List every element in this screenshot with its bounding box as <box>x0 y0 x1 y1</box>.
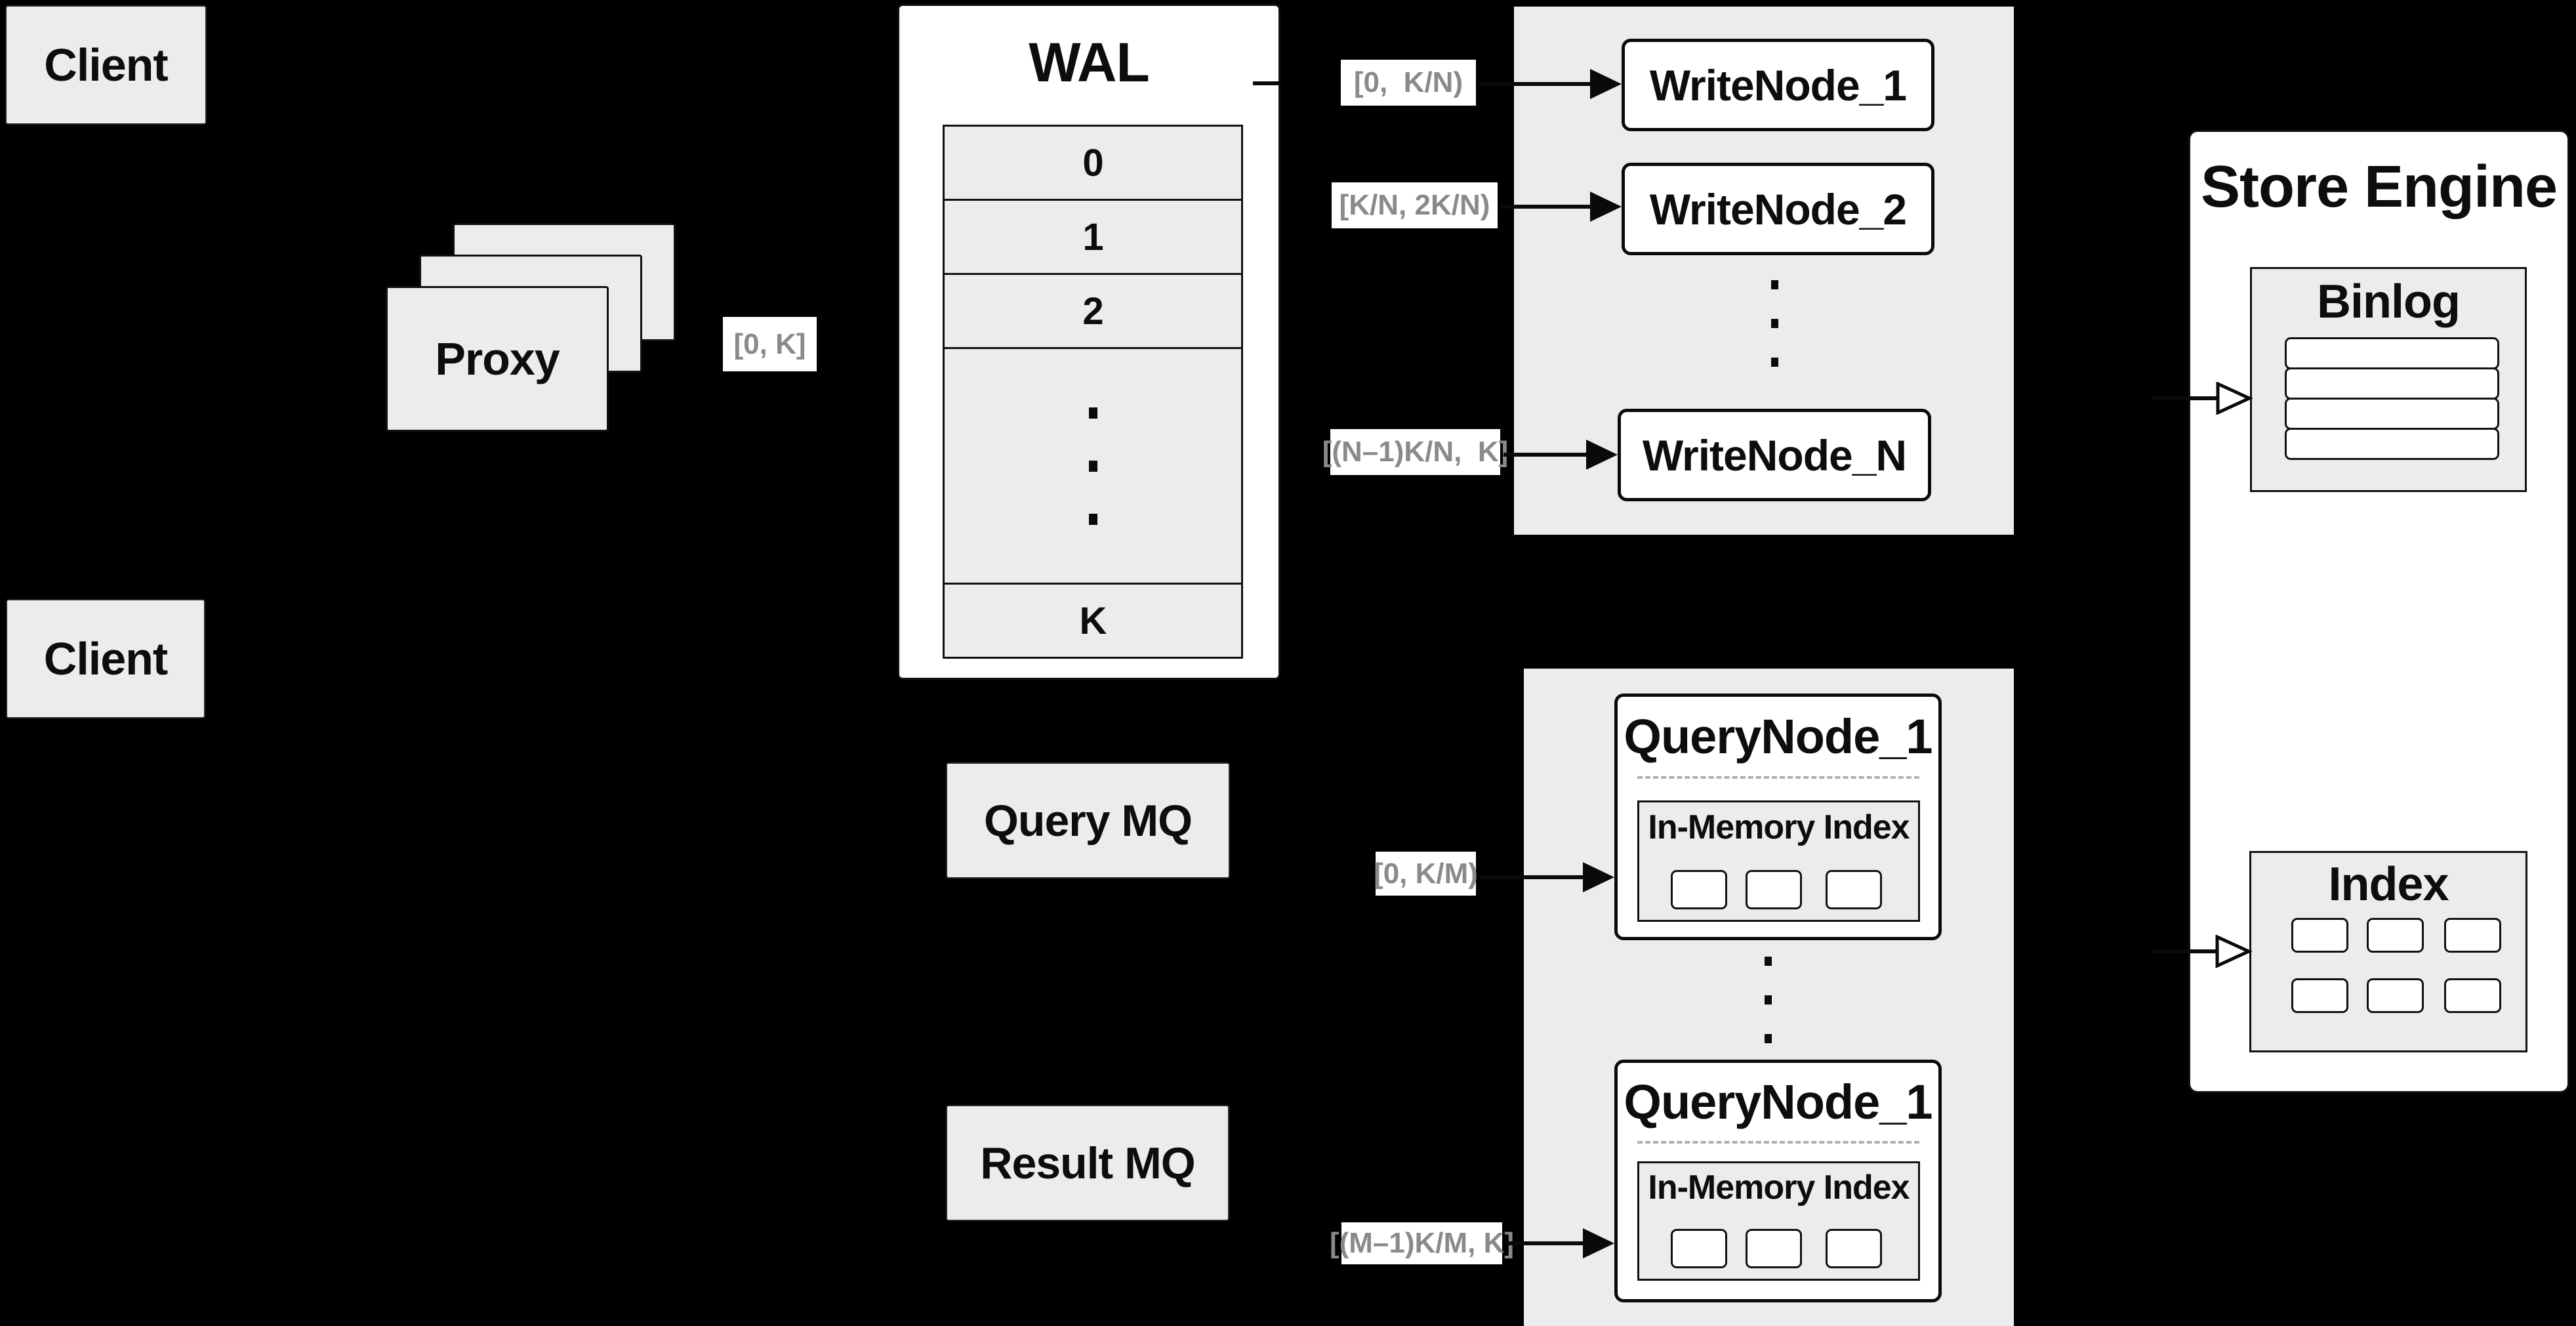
query-node-top: QueryNode_1 In-Memory Index <box>1614 694 1942 940</box>
wal-title: WAL <box>1029 31 1150 93</box>
wal-slot-row-last: K <box>943 583 1243 659</box>
index-cell <box>2367 918 2424 953</box>
index-cell <box>2291 978 2348 1013</box>
inmemory-bottom-title: In-Memory Index <box>1648 1168 1910 1207</box>
edge-label-proxy-wal: [0, K] <box>723 317 817 371</box>
wal-slot-label: 2 <box>1082 289 1103 333</box>
binlog-row <box>2285 367 2499 400</box>
result-mq-label: Result MQ <box>980 1138 1195 1188</box>
write-node-2: WriteNode_2 <box>1622 163 1934 255</box>
client-bottom-label: Client <box>43 633 168 684</box>
inmemory-top-title: In-Memory Index <box>1648 808 1910 846</box>
arrow-line-binlog <box>2152 396 2220 400</box>
write-node-1: WriteNode_1 <box>1622 39 1934 131</box>
query-node-bottom-inmemory-box: In-Memory Index <box>1637 1161 1920 1281</box>
open-arrow-head-binlog <box>2216 382 2253 415</box>
wal-ellipsis-dots <box>1088 407 1097 525</box>
arrow-line-write-2 <box>1501 205 1593 209</box>
arrow-head-query-m <box>1583 1228 1614 1258</box>
index-cell <box>2444 978 2501 1013</box>
edge-label-write-n: [(N–1)K/N, K] <box>1322 429 1508 475</box>
arrow-head-query-1 <box>1583 862 1614 892</box>
wal-slot-row: 2 <box>943 273 1243 349</box>
open-arrow-head-index <box>2215 935 2252 968</box>
proxy-node: Proxy <box>386 286 609 432</box>
proxy-label: Proxy <box>435 333 560 384</box>
binlog-rows <box>2285 337 2499 460</box>
inmemory-top-title-wrap: In-Memory Index <box>1639 802 1918 852</box>
arrow-line-query-m <box>1505 1241 1584 1245</box>
arrow-head-write-2 <box>1590 192 1622 222</box>
write-node-n: WriteNode_N <box>1618 409 1931 501</box>
segment-cell <box>1826 870 1882 909</box>
write-node-1-label: WriteNode_1 <box>1649 60 1907 110</box>
arrow-head-write-1 <box>1590 69 1622 99</box>
arrow-head-write-n <box>1586 440 1618 470</box>
client-node-bottom: Client <box>6 599 205 718</box>
query-node-top-title-wrap: QueryNode_1 <box>1618 697 1938 776</box>
write-nodes-ellipsis <box>1771 280 1778 367</box>
wal-ellipsis-row <box>943 347 1243 585</box>
index-title-wrap: Index <box>2251 853 2525 915</box>
index-cell <box>2291 918 2348 953</box>
client-top-label: Client <box>44 39 168 91</box>
arrow-line-index <box>2152 949 2220 953</box>
store-engine-title: Store Engine <box>2200 154 2558 220</box>
segment-cell <box>1746 870 1802 909</box>
edge-label-write-1: [0, K/N) <box>1341 60 1476 106</box>
inmemory-bottom-title-wrap: In-Memory Index <box>1639 1163 1918 1211</box>
segment-cell <box>1746 1229 1802 1268</box>
query-mq-node: Query MQ <box>946 762 1230 879</box>
query-node-top-inmemory-box: In-Memory Index <box>1637 800 1920 922</box>
arrow-line-write-n <box>1503 453 1589 457</box>
wal-title-wrap: WAL <box>897 26 1280 98</box>
write-node-2-label: WriteNode_2 <box>1649 184 1907 234</box>
query-nodes-ellipsis <box>1765 957 1772 1043</box>
segment-cell <box>1826 1229 1882 1268</box>
edge-label-write-2: [K/N, 2K/N) <box>1332 182 1498 228</box>
index-cell <box>2367 978 2424 1013</box>
store-engine-title-wrap: Store Engine <box>2188 148 2569 226</box>
binlog-row <box>2285 337 2499 369</box>
wal-slot-label: 1 <box>1082 215 1103 259</box>
query-node-top-title: QueryNode_1 <box>1624 709 1932 764</box>
segment-cell <box>1671 1229 1727 1268</box>
binlog-row <box>2285 428 2499 460</box>
query-mq-label: Query MQ <box>984 795 1193 846</box>
segment-cell <box>1671 870 1727 909</box>
wal-slot-row: 1 <box>943 199 1243 275</box>
index-cell <box>2444 918 2501 953</box>
wal-slot-table: 0 1 2 K <box>943 125 1243 667</box>
arrow-line-write-1 <box>1479 82 1591 86</box>
query-node-bottom: QueryNode_1 In-Memory Index <box>1614 1060 1942 1302</box>
arrow-line-query-1 <box>1479 875 1584 879</box>
binlog-title-wrap: Binlog <box>2252 269 2525 335</box>
binlog-box: Binlog <box>2250 267 2527 492</box>
query-node-bottom-divider <box>1637 1141 1919 1144</box>
wal-slot-label: 0 <box>1082 141 1103 184</box>
query-node-bottom-title: QueryNode_1 <box>1624 1074 1932 1129</box>
index-box: Index <box>2249 851 2527 1052</box>
write-node-n-label: WriteNode_N <box>1642 430 1907 480</box>
wal-slot-row: 0 <box>943 125 1243 201</box>
binlog-row <box>2285 398 2499 430</box>
wal-last-slot-label: K <box>1079 599 1107 642</box>
result-mq-node: Result MQ <box>946 1105 1229 1221</box>
wal-outgoing-edge-stub <box>1253 81 1280 85</box>
edge-label-query-1: [0, K/M) <box>1374 852 1478 896</box>
query-node-top-divider <box>1637 776 1919 779</box>
query-node-bottom-title-wrap: QueryNode_1 <box>1618 1063 1938 1140</box>
client-node-top: Client <box>5 5 207 125</box>
index-title: Index <box>2328 858 2449 911</box>
binlog-title: Binlog <box>2317 276 2461 328</box>
edge-label-query-m: [(M–1)K/M, K] <box>1330 1222 1514 1264</box>
